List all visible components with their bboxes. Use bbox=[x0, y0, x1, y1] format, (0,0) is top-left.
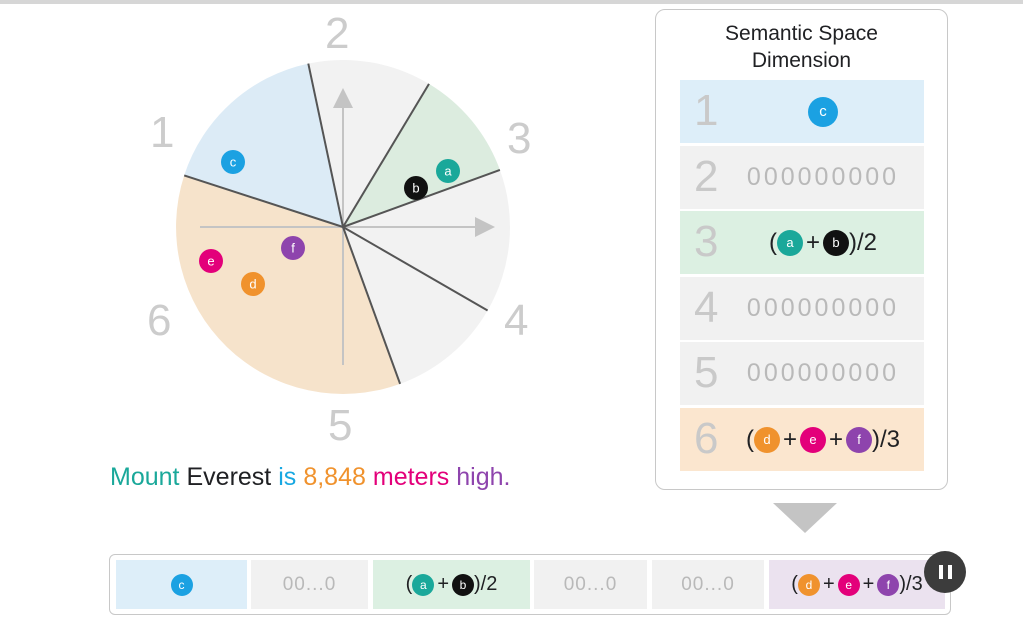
zero-vector: 00...0 bbox=[681, 573, 735, 595]
token-e-dot: e bbox=[799, 426, 826, 453]
sector-number-6: 6 bbox=[147, 296, 171, 345]
vector-cell-1: c bbox=[116, 560, 247, 609]
token-c-dot: c bbox=[808, 96, 838, 127]
open-paren: ( bbox=[768, 228, 777, 256]
token-c-dot: c bbox=[221, 150, 245, 174]
vector-cell-4: 00...0 bbox=[534, 560, 647, 609]
pause-icon bbox=[938, 565, 943, 579]
close-paren: ) bbox=[474, 573, 481, 595]
plus-sign: + bbox=[437, 573, 449, 595]
sector-number-2: 2 bbox=[325, 9, 349, 58]
dimension-row-6: 6 ( d + e + f ) /3 bbox=[680, 408, 924, 471]
sector-number-3: 3 bbox=[507, 114, 531, 163]
sector-number-4: 4 bbox=[504, 296, 528, 345]
row-number: 4 bbox=[694, 283, 719, 332]
plus-sign: + bbox=[782, 425, 797, 453]
sector-number-5: 5 bbox=[328, 401, 352, 450]
zero-vector: 00...0 bbox=[563, 573, 618, 595]
zero-vector: 000000000 bbox=[746, 163, 900, 191]
divisor: /2 bbox=[857, 228, 878, 256]
token-a-dot: a bbox=[436, 159, 460, 183]
token-a-dot: a bbox=[776, 229, 803, 256]
word-number: 8,848 bbox=[303, 463, 366, 491]
open-paren: ( bbox=[745, 425, 754, 453]
dimension-row-4: 4 000000000 bbox=[680, 277, 924, 340]
pie-sector-4 bbox=[343, 169, 510, 311]
row-number: 2 bbox=[694, 152, 719, 201]
close-paren: ) bbox=[872, 425, 880, 453]
dimension-row-3: 3 ( a + b ) /2 bbox=[680, 211, 924, 274]
sector-divider bbox=[307, 63, 344, 228]
close-paren: ) bbox=[899, 573, 907, 595]
row-number: 3 bbox=[694, 217, 719, 266]
row-number: 6 bbox=[694, 414, 719, 463]
down-arrow-icon bbox=[773, 503, 837, 533]
open-paren: ( bbox=[791, 573, 798, 595]
token-d-dot: d bbox=[241, 272, 265, 296]
token-b-dot: b bbox=[404, 176, 428, 200]
sector-divider bbox=[342, 226, 402, 385]
zero-vector: 000000000 bbox=[746, 294, 900, 322]
token-b-dot: b bbox=[452, 573, 474, 596]
word-mount: Mount bbox=[110, 463, 180, 491]
open-paren: ( bbox=[405, 573, 413, 595]
row-number: 5 bbox=[694, 348, 719, 397]
top-divider bbox=[0, 0, 1023, 4]
flattened-vector-bar: c 00...0 ( a + b ) /2 00...0 00...0 ( d … bbox=[109, 554, 951, 615]
word-high: high. bbox=[456, 463, 511, 491]
semantic-space-pie: c a b f e d 1 2 3 4 5 6 bbox=[147, 9, 531, 450]
pie-sector-3 bbox=[343, 83, 500, 228]
plus-sign: + bbox=[862, 573, 875, 595]
panel-title: Semantic Space Dimension bbox=[725, 22, 878, 72]
token-f-dot: f bbox=[846, 426, 872, 453]
dimension-row-1: 1 c bbox=[680, 80, 924, 143]
semantic-dimension-panel: Semantic Space Dimension 1 c 2 000000000… bbox=[655, 9, 948, 490]
sector-number-1: 1 bbox=[150, 108, 174, 157]
token-e-dot: e bbox=[199, 249, 223, 273]
token-b-dot: b bbox=[823, 229, 849, 256]
divisor: /3 bbox=[880, 425, 901, 453]
plus-sign: + bbox=[822, 573, 835, 595]
divisor: /3 bbox=[906, 573, 923, 595]
word-is: is bbox=[278, 463, 297, 491]
plus-sign: + bbox=[828, 425, 843, 453]
divisor: /2 bbox=[480, 573, 498, 595]
word-meters: meters bbox=[372, 463, 450, 491]
zero-vector: 000000000 bbox=[746, 359, 900, 387]
token-c-dot: c bbox=[170, 573, 193, 596]
dimension-row-5: 5 000000000 bbox=[680, 342, 924, 405]
token-a-dot: a bbox=[412, 573, 435, 596]
vector-cell-2: 00...0 bbox=[251, 560, 368, 609]
token-d-dot: d bbox=[797, 573, 820, 596]
vector-cell-3: ( a + b ) /2 bbox=[373, 560, 530, 609]
token-label: f bbox=[291, 241, 295, 256]
word-everest: Everest bbox=[186, 463, 272, 491]
sector-divider bbox=[342, 83, 430, 228]
token-label: b bbox=[412, 181, 419, 196]
token-e-dot: e bbox=[837, 573, 860, 596]
token-f-dot: f bbox=[281, 236, 305, 260]
pie-sector-1 bbox=[184, 63, 343, 227]
sector-divider bbox=[183, 174, 344, 228]
zero-vector: 00...0 bbox=[282, 573, 337, 595]
pause-icon bbox=[947, 565, 952, 579]
close-paren: ) bbox=[849, 228, 857, 256]
token-label: d bbox=[249, 277, 256, 292]
vector-cell-5: 00...0 bbox=[652, 560, 764, 609]
token-label: c bbox=[230, 155, 237, 170]
token-label: a bbox=[444, 164, 452, 179]
pause-button[interactable] bbox=[924, 551, 966, 593]
token-f-dot: f bbox=[877, 573, 900, 596]
dimension-row-2: 2 000000000 bbox=[680, 146, 924, 209]
row-number: 1 bbox=[694, 86, 719, 135]
token-label: e bbox=[207, 254, 214, 269]
token-d-dot: d bbox=[753, 426, 780, 453]
vector-cell-6: ( d + e + f ) /3 bbox=[769, 560, 945, 609]
pie-sector-5 bbox=[343, 227, 488, 384]
plus-sign: + bbox=[805, 228, 820, 256]
sector-divider bbox=[342, 226, 489, 312]
